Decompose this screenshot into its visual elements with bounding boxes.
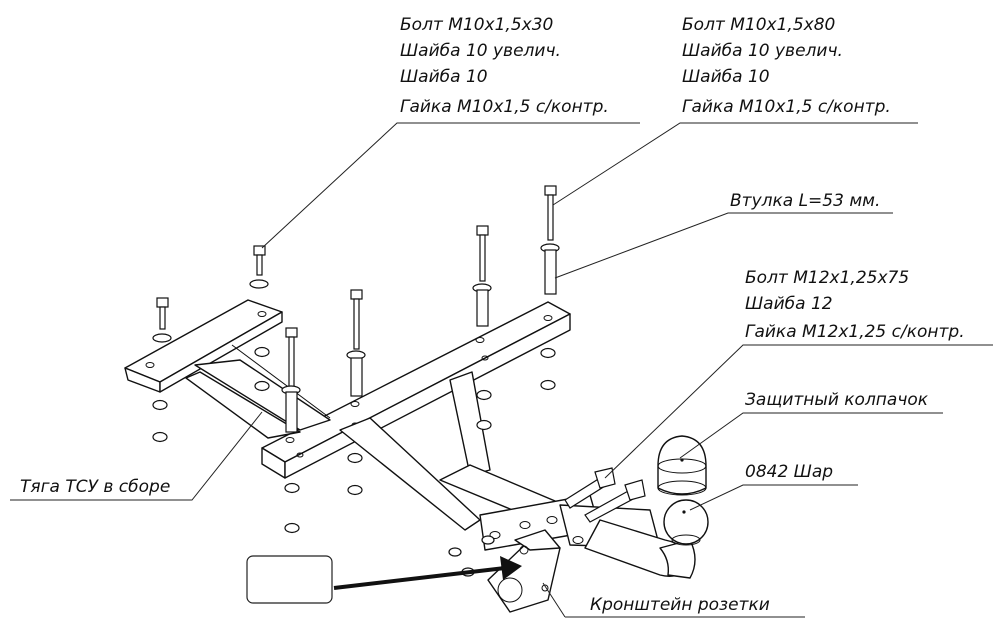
callout-ball-bolt-line-3: Гайка М12х1,25 с/контр. (745, 322, 965, 342)
diagonal-strut (339, 371, 491, 531)
leader-lines (10, 122, 993, 618)
vertical-bolts (152, 185, 560, 433)
mounting-arrow (333, 556, 522, 590)
callout-left-bolt: Болт М10х1,5х30 Шайба 10 увелич. Шайба 1… (400, 15, 609, 117)
callout-right-bolt-line-1: Болт М10х1,5х80 (682, 15, 835, 35)
callout-rod: Тяга ТСУ в сборе (20, 477, 170, 497)
callout-left-bolt-line-1: Болт М10х1,5х30 (400, 15, 553, 35)
callout-left-bolt-line-3: Шайба 10 (400, 67, 488, 87)
tow-ball (659, 499, 709, 579)
cross-beam (261, 301, 571, 479)
ball-bolts (564, 467, 646, 523)
socket-bracket-plate (487, 529, 561, 613)
socket-placeholder (246, 555, 333, 604)
callout-right-bolt-line-4: Гайка М10х1,5 с/контр. (682, 97, 891, 117)
callout-left-bolt-line-2: Шайба 10 увелич. (400, 41, 561, 61)
callout-socket-bracket: Кронштейн розетки (590, 595, 770, 615)
callout-ball-bolt-line-2: Шайба 12 (745, 294, 833, 314)
callout-ball: 0842 Шар (745, 462, 833, 482)
callout-right-bolt-line-3: Шайба 10 (682, 67, 770, 87)
nuts (152, 346, 556, 577)
callout-cap: Защитный колпачок (745, 390, 929, 410)
callout-ball-bolt-line-1: Болт М12х1,25х75 (745, 268, 909, 288)
protective-cap (657, 435, 707, 496)
callout-left-bolt-line-4: Гайка М10х1,5 с/контр. (400, 97, 609, 117)
towbar-parts (124, 185, 709, 613)
callout-ball-bolt: Болт М12х1,25х75 Шайба 12 Гайка М12х1,25… (745, 268, 965, 342)
callout-sleeve: Втулка L=53 мм. (730, 191, 880, 211)
left-bracket-plate (124, 299, 283, 393)
callout-right-bolt-line-2: Шайба 10 увелич. (682, 41, 843, 61)
callout-right-bolt: Болт М10х1,5х80 Шайба 10 увелич. Шайба 1… (682, 15, 891, 117)
